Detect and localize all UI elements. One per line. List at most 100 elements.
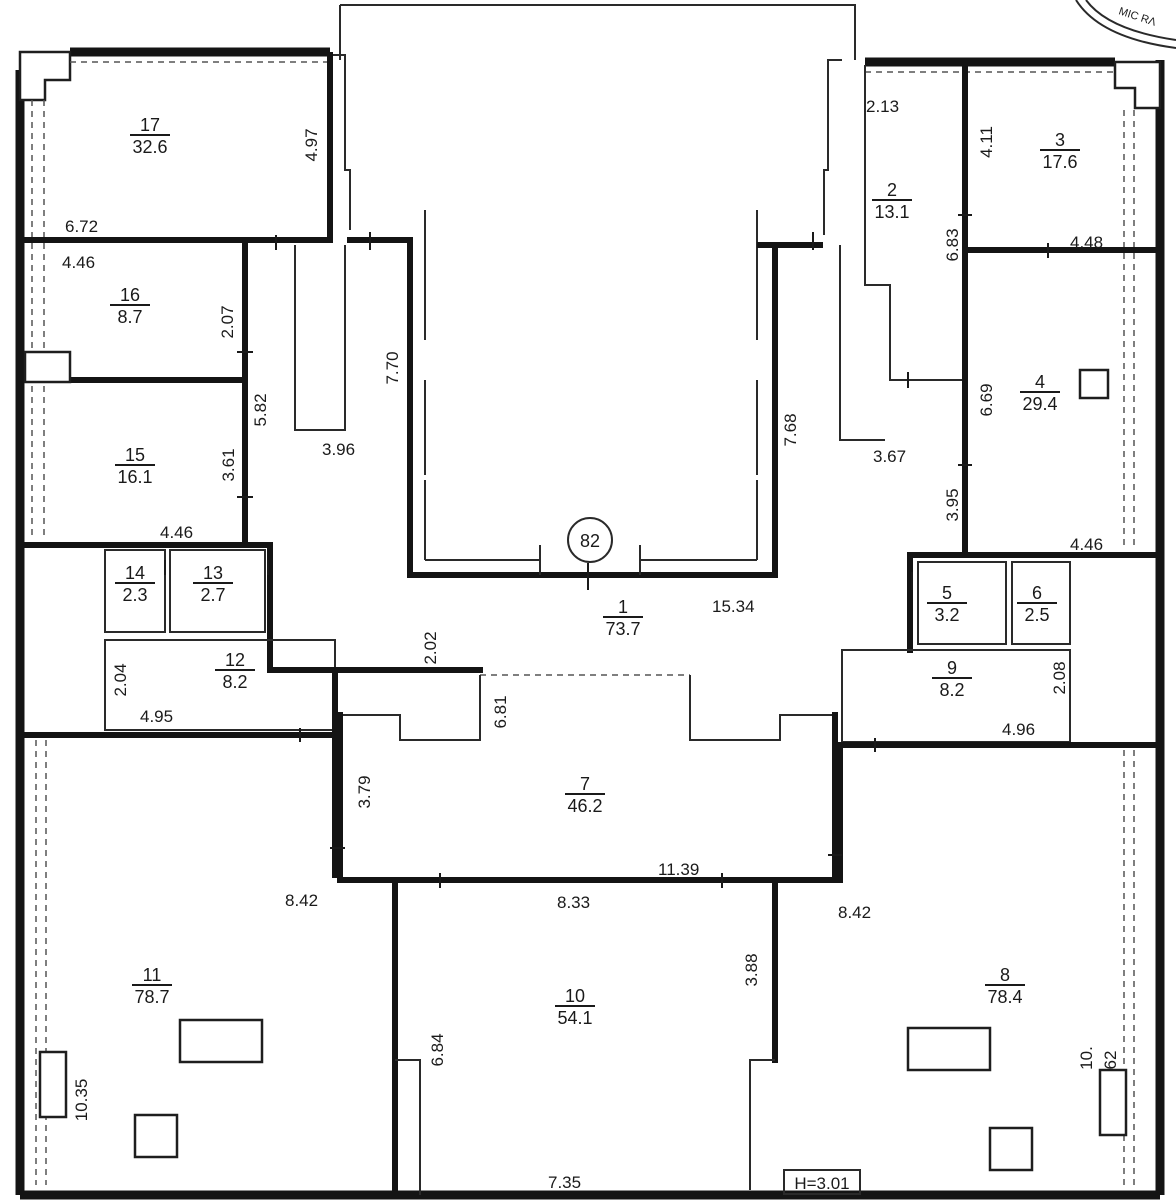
- room-number: 1: [618, 597, 628, 617]
- apartment-number-marker: 82: [567, 517, 613, 563]
- dim-label: 8.42: [838, 903, 871, 922]
- room-label-16: 168.7: [110, 285, 150, 327]
- door-marks: [164, 214, 1049, 888]
- dim-label: 6.72: [65, 217, 98, 236]
- room-area: 46.2: [567, 796, 602, 816]
- dim-label: 8.33: [557, 893, 590, 912]
- dim-label: 4.96: [1002, 720, 1035, 739]
- room-label-1: 173.7: [603, 597, 643, 639]
- stamp-text: MIC RΛ: [1117, 5, 1158, 29]
- room-area: 32.6: [132, 137, 167, 157]
- room-number: 16: [120, 285, 140, 305]
- room-label-7: 746.2: [565, 774, 605, 816]
- dim-label: 3.96: [322, 440, 355, 459]
- interior-walls-left: [17, 52, 483, 878]
- room-number: 13: [203, 563, 223, 583]
- room-area: 2.7: [200, 585, 225, 605]
- room-area: 2.5: [1024, 605, 1049, 625]
- room-label-12: 128.2: [215, 650, 255, 692]
- room-label-8: 878.4: [985, 965, 1025, 1007]
- room-area: 29.4: [1022, 394, 1057, 414]
- dim-label: 4.95: [140, 707, 173, 726]
- interior-walls-right: [757, 62, 1163, 748]
- dim-label: 3.95: [943, 488, 962, 521]
- dim-label: 2.02: [421, 631, 440, 664]
- dim-label: 4.46: [1070, 535, 1103, 554]
- dim-label: 62: [1101, 1051, 1120, 1070]
- room-area: 54.1: [557, 1008, 592, 1028]
- dim-label: 4.46: [62, 253, 95, 272]
- room-number: 12: [225, 650, 245, 670]
- dim-label: 4.97: [302, 128, 321, 161]
- fixtures: [38, 1018, 1128, 1172]
- dim-label: 6.81: [491, 695, 510, 728]
- dim-label: 2.08: [1050, 661, 1069, 694]
- stamp-fragment: MIC RΛ: [1075, 0, 1176, 49]
- room-label-13: 132.7: [193, 563, 233, 605]
- dim-label: 15.34: [712, 597, 755, 616]
- room-label-14: 142.3: [115, 563, 155, 605]
- room-number: 10: [565, 986, 585, 1006]
- dim-label: 2.07: [218, 305, 237, 338]
- room-area: 8.2: [939, 680, 964, 700]
- dim-label: 2.04: [111, 663, 130, 696]
- dim-label: 4.11: [977, 126, 996, 158]
- room-area: 8.2: [222, 672, 247, 692]
- dim-label: 5.82: [251, 393, 270, 426]
- apartment-number: 82: [580, 531, 600, 551]
- room-area: 2.3: [122, 585, 147, 605]
- dim-label: 3.79: [355, 775, 374, 808]
- dim-label: 3.67: [873, 447, 906, 466]
- room-number: 6: [1032, 583, 1042, 603]
- room-area: 8.7: [117, 307, 142, 327]
- dim-label: 4.48: [1070, 233, 1103, 252]
- room-number: 17: [140, 115, 160, 135]
- room-number: 3: [1055, 130, 1065, 150]
- room-number: 9: [947, 658, 957, 678]
- room-area: 17.6: [1042, 152, 1077, 172]
- dim-label: 11.39: [658, 860, 699, 879]
- room-area: 3.2: [934, 605, 959, 625]
- dim-label: 7.35: [548, 1173, 581, 1192]
- room-label-3: 317.6: [1040, 130, 1080, 172]
- dim-label: 10.: [1077, 1046, 1096, 1070]
- dim-label: 7.70: [383, 351, 402, 384]
- dim-label: 2.13: [866, 97, 899, 116]
- room-label-4: 429.4: [1020, 372, 1060, 414]
- room-area: 78.4: [987, 987, 1022, 1007]
- dimension-labels: 4.97 6.72 4.46 2.07 5.82 3.96 7.70 3.61 …: [62, 97, 1120, 1192]
- ceiling-height-box: H=3.01: [783, 1169, 861, 1195]
- dim-label: 10.35: [72, 1079, 91, 1122]
- dim-label: 3.88: [742, 953, 761, 986]
- room-number: 4: [1035, 372, 1045, 392]
- dim-label: 6.84: [428, 1033, 447, 1066]
- dim-label: 4.46: [160, 523, 193, 542]
- room-area: 13.1: [874, 202, 909, 222]
- dim-label: 7.68: [781, 413, 800, 446]
- room-number: 5: [942, 583, 952, 603]
- room-label-5: 53.2: [927, 583, 967, 625]
- room-area: 73.7: [605, 619, 640, 639]
- central-core: [330, 4, 856, 590]
- room-number: 11: [143, 965, 162, 985]
- room-area: 16.1: [117, 467, 152, 487]
- interior-walls-center: [337, 674, 843, 1198]
- room-number: 7: [580, 774, 590, 794]
- dim-label: 6.83: [943, 228, 962, 261]
- ceiling-height: H=3.01: [794, 1174, 849, 1193]
- dim-label: 6.69: [977, 383, 996, 416]
- room-area: 78.7: [134, 987, 169, 1007]
- room-label-6: 62.5: [1017, 583, 1057, 625]
- room-number: 14: [125, 563, 145, 583]
- room-label-9: 98.2: [932, 658, 972, 700]
- dim-label: 8.42: [285, 891, 318, 910]
- room-number: 8: [1000, 965, 1010, 985]
- room-number: 2: [887, 180, 897, 200]
- dim-label: 3.61: [219, 448, 238, 481]
